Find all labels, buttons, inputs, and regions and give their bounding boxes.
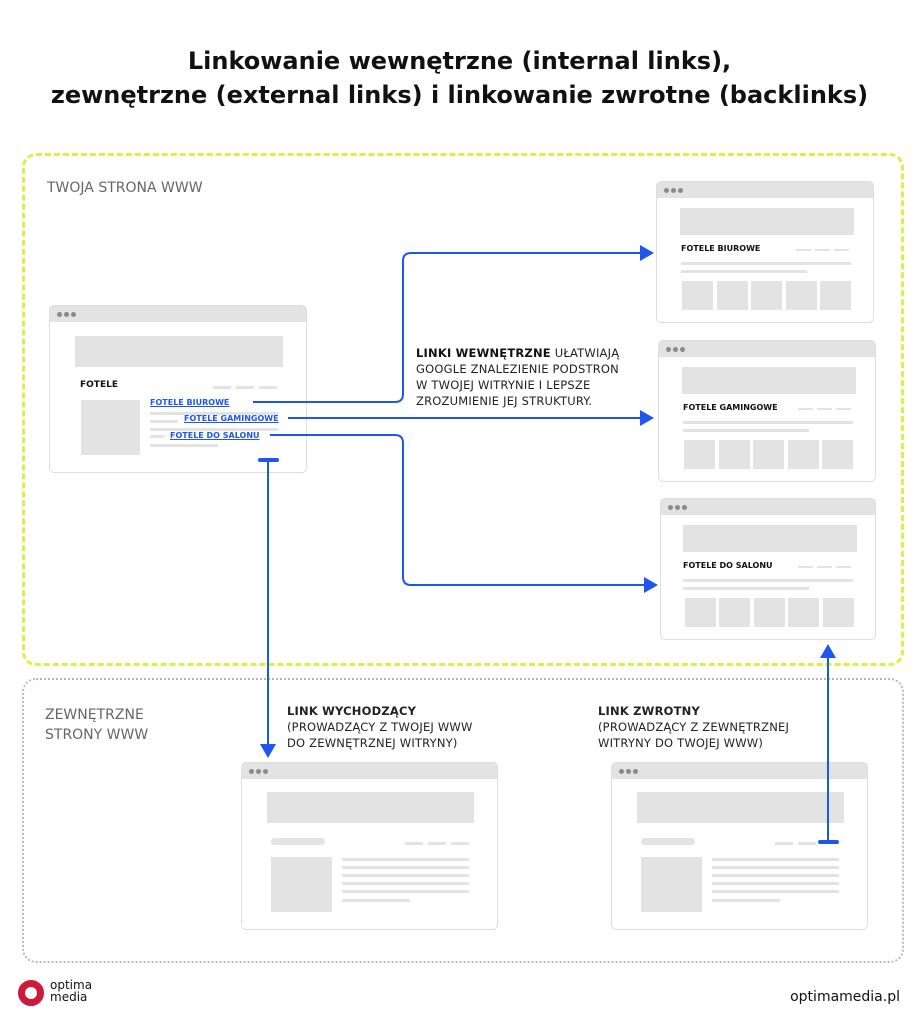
subpage-title: FOTELE DO SALONU bbox=[683, 561, 773, 570]
external-page-mockup bbox=[241, 762, 498, 930]
external-page-mockup bbox=[611, 762, 868, 930]
own-website-zone bbox=[22, 153, 904, 666]
subpage-title: FOTELE BIUROWE bbox=[681, 244, 761, 253]
subpage-title: FOTELE GAMINGOWE bbox=[683, 403, 778, 412]
link-fotele-biurowe[interactable]: FOTELE BIUROWE bbox=[150, 398, 230, 407]
subpage-mockup: FOTELE BIUROWE bbox=[656, 181, 874, 323]
optima-media-logo-icon bbox=[18, 980, 44, 1006]
arrow-internal-1 bbox=[253, 245, 654, 403]
arrow-internal-3 bbox=[270, 434, 658, 593]
subpage-mockup: FOTELE DO SALONU bbox=[660, 498, 876, 640]
main-page-heading: FOTELE bbox=[80, 380, 118, 390]
internal-links-note: LINKI WEWNĘTRZNE UŁATWIAJĄ GOOGLE ZNALEZ… bbox=[416, 346, 620, 408]
external-websites-zone bbox=[22, 678, 904, 963]
main-page-mockup: FOTELE FOTELE BIUROWE FOTELE GAMINGOWE F… bbox=[49, 305, 307, 473]
backlink-note: LINK ZWROTNY (PROWADZĄCY Z ZEWNĘTRZNEJ W… bbox=[598, 704, 790, 750]
own-website-label: TWOJA STRONA WWW bbox=[47, 180, 203, 196]
link-fotele-gamingowe[interactable]: FOTELE GAMINGOWE bbox=[184, 414, 279, 423]
page-title: Linkowanie wewnętrzne (internal links), … bbox=[50, 47, 869, 109]
footer-url[interactable]: optimamedia.pl bbox=[790, 989, 900, 1005]
outgoing-link-note: LINK WYCHODZĄCY (PROWADZĄCY Z TWOJEJ WWW… bbox=[287, 704, 473, 750]
subpage-mockup: FOTELE GAMINGOWE bbox=[658, 340, 876, 482]
external-websites-label: ZEWNĘTRZNE STRONY WWW bbox=[45, 707, 149, 743]
optima-media-logo: optima media bbox=[50, 978, 93, 1004]
link-fotele-do-salonu[interactable]: FOTELE DO SALONU bbox=[170, 431, 260, 440]
browser-bar bbox=[50, 306, 306, 322]
